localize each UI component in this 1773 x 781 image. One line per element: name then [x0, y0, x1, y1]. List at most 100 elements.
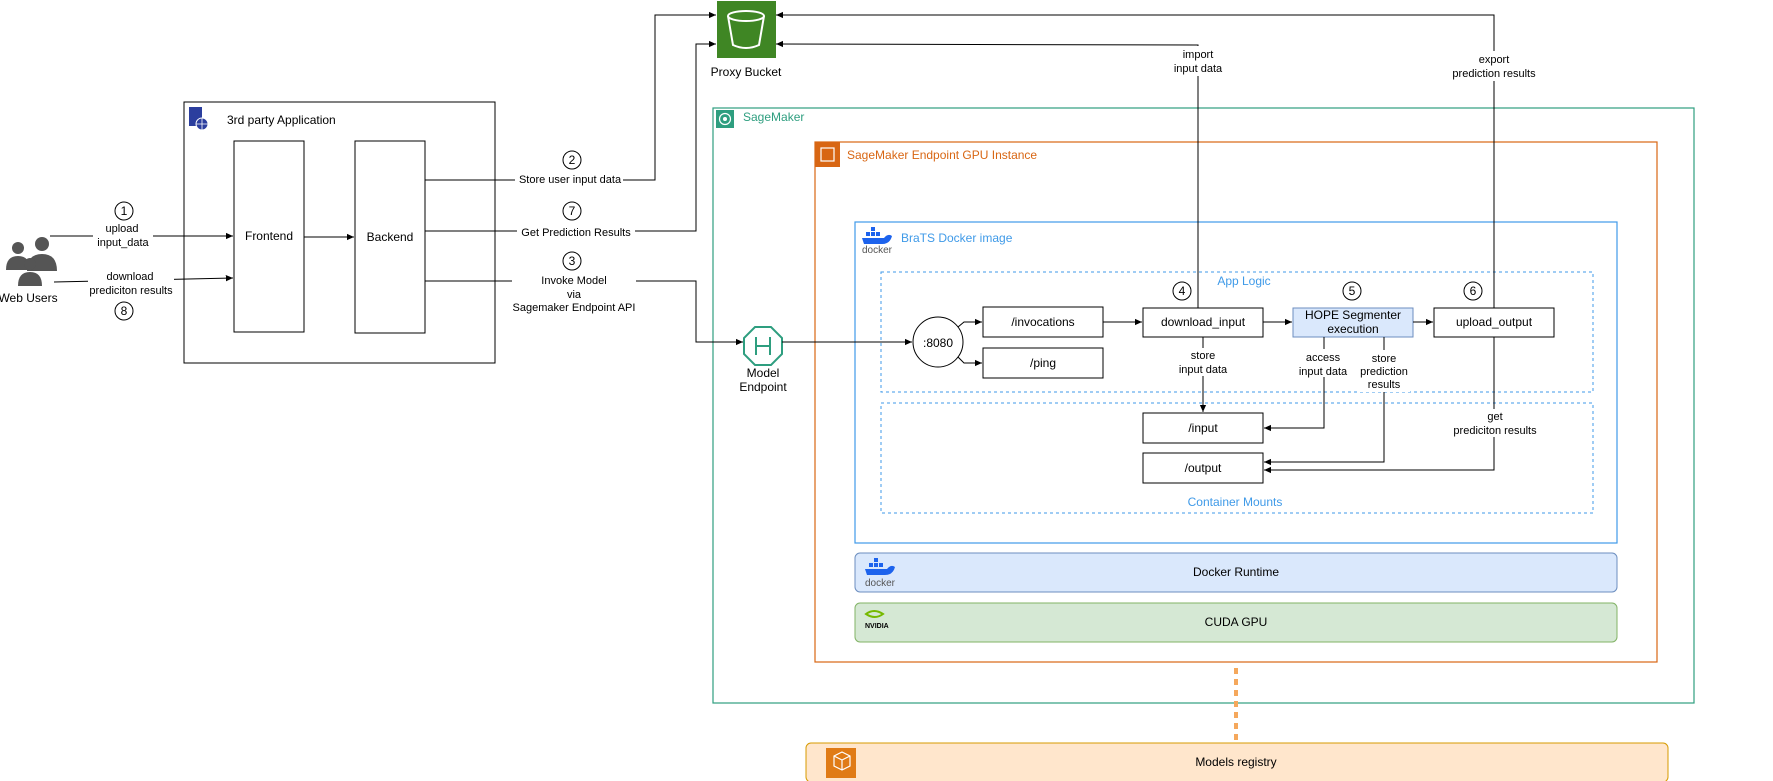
- invoke-label-3: Sagemaker Endpoint API: [513, 302, 636, 314]
- download-input-node: [1142, 307, 1264, 338]
- input-mount-node: [1142, 412, 1264, 444]
- get-prediction-results-label-2: prediciton results: [1453, 425, 1537, 437]
- edge-get-prediction-results: [1264, 337, 1495, 474]
- step-6-label: 6: [1470, 284, 1477, 298]
- output-mount-label: /output: [1185, 461, 1222, 475]
- step-5-circle: [1342, 281, 1362, 301]
- step-6-circle: [1463, 281, 1483, 301]
- invocations-node: [982, 306, 1104, 338]
- third-party-app-title: 3rd party Application: [227, 113, 336, 127]
- step-4-label: 4: [1179, 284, 1186, 298]
- upload-label-2: input_data: [97, 237, 149, 249]
- input-mount-label: /input: [1188, 421, 1218, 435]
- download-input-label: download_input: [1161, 315, 1246, 329]
- users-icon: [6, 237, 57, 286]
- access-input-label-2: input data: [1299, 366, 1348, 378]
- docker-runtime-label: Docker Runtime: [1193, 565, 1279, 579]
- get-prediction-label: Get Prediction Results: [521, 227, 631, 239]
- step-8-circle: [114, 301, 134, 321]
- export-label-1: export: [1479, 54, 1510, 66]
- step-4-circle: [1172, 281, 1192, 301]
- app-logic-label: App Logic: [1217, 274, 1270, 288]
- label-backgrounds: [88, 46, 1538, 437]
- port-8080-label: :8080: [923, 336, 953, 350]
- bucket-icon: [717, 1, 776, 58]
- proxy-bucket-label: Proxy Bucket: [711, 65, 782, 79]
- nvidia-word: NVIDIA: [865, 623, 889, 630]
- step-7-circle: [562, 201, 582, 221]
- step-7-label: 7: [569, 204, 576, 218]
- backend-label: Backend: [367, 230, 414, 244]
- port-8080-node: [912, 316, 964, 368]
- invoke-label-2: via: [567, 289, 582, 301]
- ping-node: [982, 347, 1104, 379]
- step-5-label: 5: [1349, 284, 1356, 298]
- step-3-label: 3: [569, 254, 576, 268]
- model-endpoint-label-2: Endpoint: [739, 380, 787, 394]
- model-endpoint-label-1: Model: [747, 366, 780, 380]
- hope-segmenter-label-2: execution: [1327, 322, 1378, 336]
- download-label-1: download: [106, 271, 153, 283]
- step-1-label: 1: [121, 204, 128, 218]
- web-users-label: Web Users: [0, 291, 58, 305]
- docker-runtime-icon: docker: [865, 558, 896, 589]
- upload-output-label: upload_output: [1456, 315, 1533, 329]
- store-input-label-2: input data: [1179, 364, 1228, 376]
- cuda-gpu-label: CUDA GPU: [1205, 615, 1268, 629]
- sagemaker-icon: [716, 110, 734, 128]
- backend-box: [354, 140, 426, 334]
- app-logic-group: [880, 271, 1594, 393]
- import-label-2: input data: [1174, 63, 1223, 75]
- upload-label-1: upload: [105, 223, 138, 235]
- models-registry-box: [805, 742, 1669, 781]
- download-label-2: prediciton results: [89, 285, 173, 297]
- store-user-input-label: Store user input data: [519, 174, 622, 186]
- model-endpoint-icon: [743, 326, 783, 366]
- docker-runtime-box: [854, 552, 1618, 593]
- nvidia-icon: NVIDIA: [864, 610, 889, 630]
- edge-port-invocations: [957, 318, 982, 328]
- docker-image-container: [854, 221, 1618, 544]
- registry-icon: [826, 748, 856, 778]
- hope-segmenter-label-1: HOPE Segmenter: [1305, 308, 1401, 322]
- store-prediction-label-3: results: [1368, 379, 1401, 391]
- sagemaker-label: SageMaker: [743, 110, 804, 124]
- store-prediction-label-1: store: [1372, 353, 1396, 365]
- docker-icon: docker: [862, 227, 893, 256]
- edge-import-input: [775, 40, 1199, 308]
- invoke-label-1: Invoke Model: [541, 275, 606, 287]
- access-input-label-1: access: [1306, 352, 1341, 364]
- store-input-label-1: store: [1191, 350, 1215, 362]
- frontend-box: [233, 140, 305, 333]
- import-label-1: import: [1183, 49, 1214, 61]
- edge-labels: upload input_data download prediciton re…: [89, 49, 1537, 437]
- third-party-app-container: [183, 101, 496, 364]
- step-1-circle: [114, 201, 134, 221]
- container-mounts-label: Container Mounts: [1188, 495, 1283, 509]
- edge-export-results: [776, 11, 1495, 308]
- invocations-label: /invocations: [1011, 315, 1074, 329]
- chip-icon: [815, 142, 840, 167]
- docker-word: docker: [862, 245, 893, 256]
- server-icon: [189, 107, 209, 131]
- get-prediction-results-label-1: get: [1487, 411, 1502, 423]
- store-prediction-label-2: prediction: [1360, 366, 1408, 378]
- models-registry-label: Models registry: [1195, 755, 1276, 769]
- step-3-circle: [562, 251, 582, 271]
- step-8-label: 8: [121, 304, 128, 318]
- ping-label: /ping: [1030, 356, 1056, 370]
- output-mount-node: [1142, 452, 1264, 484]
- cuda-gpu-box: [854, 602, 1618, 643]
- container-mounts-group: [880, 402, 1594, 514]
- docker-runtime-word: docker: [865, 578, 896, 589]
- step-markers: 1 2 3 4 5 6 7 8: [114, 150, 1483, 321]
- gpu-instance-container: [814, 141, 1658, 663]
- sagemaker-container: [712, 107, 1695, 704]
- docker-image-label: BraTS Docker image: [901, 231, 1013, 245]
- export-label-2: prediction results: [1452, 68, 1536, 80]
- step-2-label: 2: [569, 153, 576, 167]
- edge-port-ping: [957, 356, 982, 367]
- gpu-instance-label: SageMaker Endpoint GPU Instance: [847, 148, 1037, 162]
- frontend-label: Frontend: [245, 229, 293, 243]
